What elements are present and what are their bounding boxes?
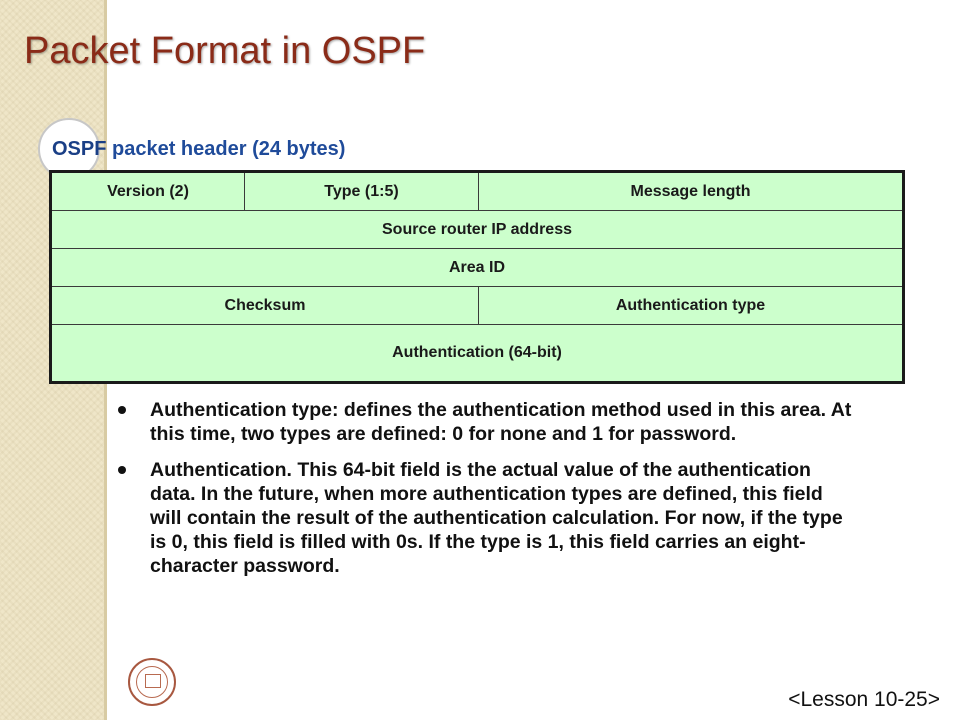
bullet-text: Authentication type: defines the authent… bbox=[150, 399, 852, 445]
field-version: Version (2) bbox=[52, 173, 245, 211]
bullet-dot-icon bbox=[118, 466, 126, 474]
field-type: Type (1:5) bbox=[245, 173, 479, 211]
bullet-text: Authentication. This 64-bit field is the… bbox=[150, 459, 843, 577]
lesson-number: <Lesson 10-25> bbox=[788, 688, 940, 711]
table-caption-text: packet header (24 bytes) bbox=[106, 138, 346, 160]
field-message-length: Message length bbox=[479, 173, 902, 211]
table-caption: OSPF packet header (24 bytes) bbox=[52, 138, 345, 161]
bullet-authentication-type: Authentication type: defines the authent… bbox=[118, 398, 858, 446]
field-authentication-type: Authentication type bbox=[479, 287, 902, 325]
field-authentication: Authentication (64-bit) bbox=[392, 344, 562, 361]
ospf-header-table: Version (2) Type (1:5) Message length So… bbox=[49, 170, 905, 384]
bullet-dot-icon bbox=[118, 406, 126, 414]
bullet-authentication: Authentication. This 64-bit field is the… bbox=[118, 458, 858, 578]
field-source-router-ip: Source router IP address bbox=[52, 211, 902, 249]
field-area-id: Area ID bbox=[52, 249, 902, 287]
table-caption-acronym: OSPF bbox=[52, 138, 107, 160]
university-seal-icon bbox=[128, 658, 176, 706]
bullet-list: Authentication type: defines the authent… bbox=[118, 398, 858, 590]
field-checksum: Checksum bbox=[52, 287, 479, 325]
slide-title: Packet Format in OSPF bbox=[24, 30, 426, 72]
